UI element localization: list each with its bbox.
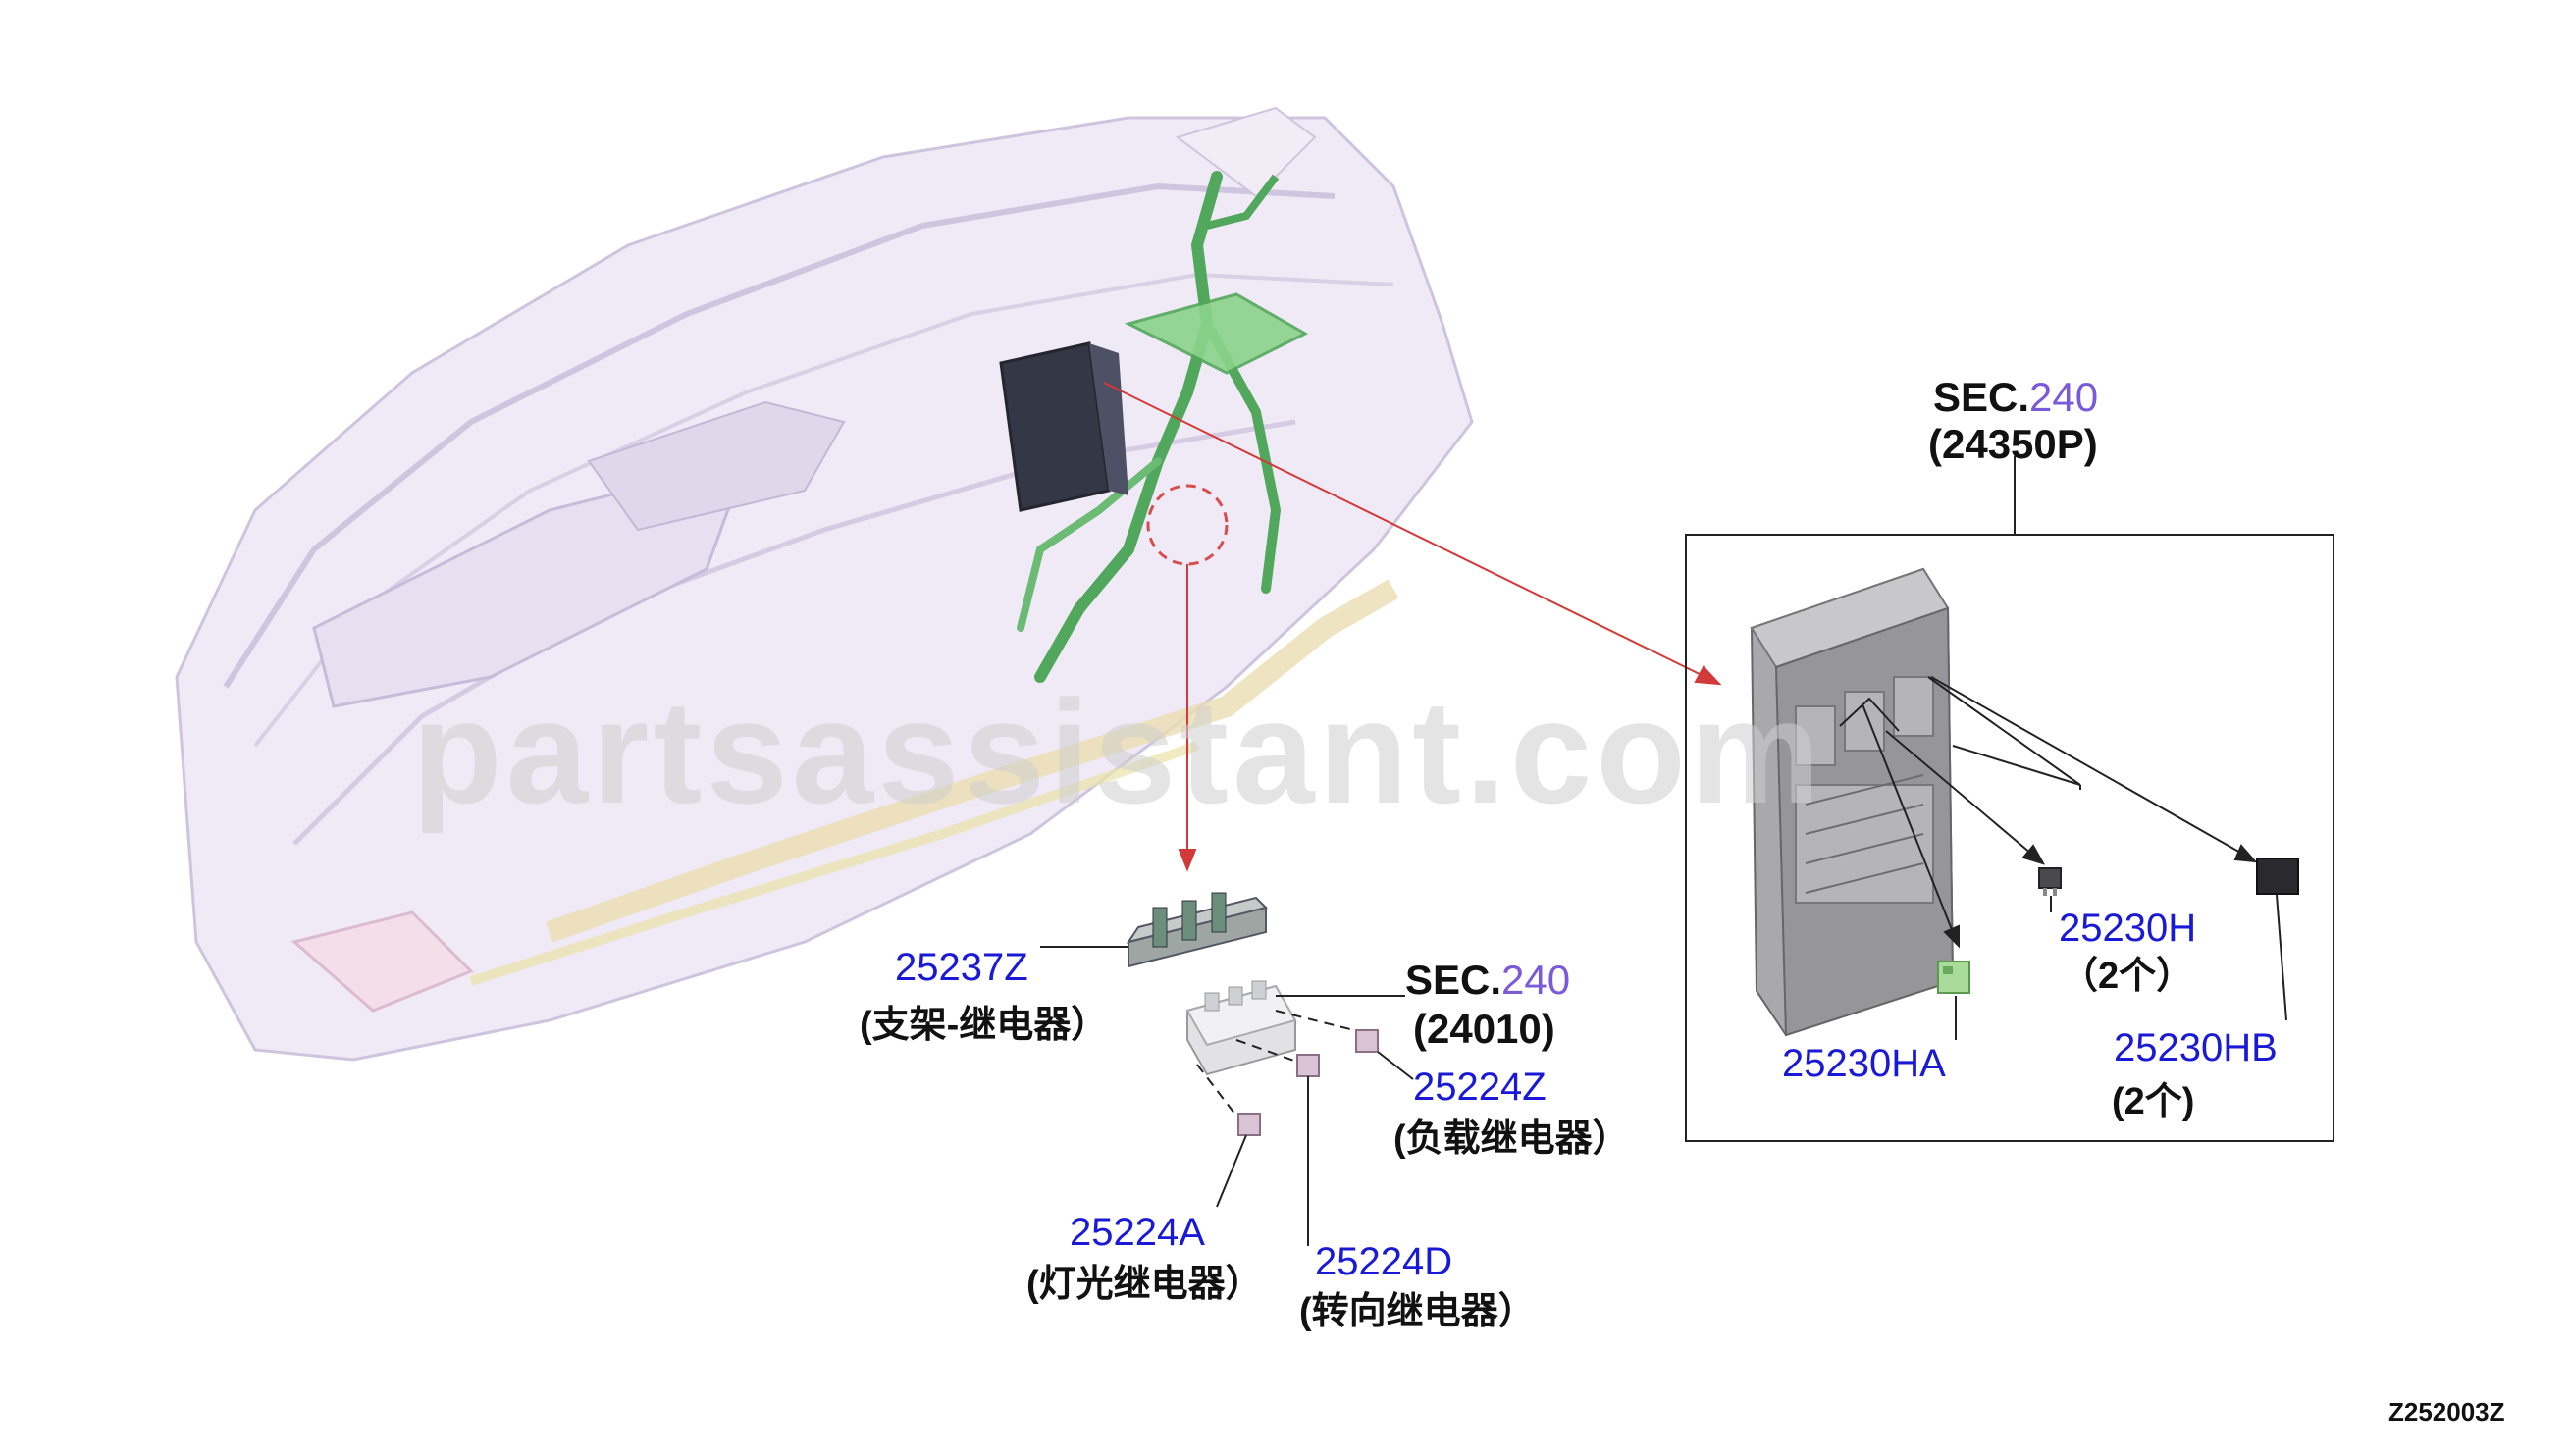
part-number-25237Z[interactable]: 25237Z — [895, 946, 1028, 989]
exploded-dashed-lines — [1196, 1010, 1355, 1119]
part-desc-25224A: (灯光继电器） — [1026, 1264, 1263, 1305]
figure-code: Z252003Z — [2388, 1397, 2505, 1427]
leader-25230HB — [2276, 894, 2287, 1021]
part-number-25224D[interactable]: 25224D — [1315, 1240, 1453, 1283]
part-desc-25230H: （2个） — [2061, 956, 2194, 997]
relay-25224D-illustration — [1296, 1054, 1320, 1077]
leader-25224A — [1216, 1134, 1247, 1208]
part-number-25230H[interactable]: 25230H — [2059, 907, 2197, 950]
red-leader-lines — [1103, 382, 1722, 872]
sec-main-number: 240 — [2029, 374, 2099, 420]
part-desc-25230HB: (2个) — [2112, 1081, 2195, 1122]
sec-small-number: 240 — [1501, 957, 1571, 1003]
part-desc-25224D: (转向继电器） — [1299, 1291, 1536, 1332]
part-number-25230HB[interactable]: 25230HB — [2114, 1026, 2278, 1069]
sec-main-code: (24350P) — [1928, 421, 2098, 467]
relay-25230HA-illustration — [1937, 961, 1970, 994]
leader-25224Z — [1377, 1051, 1414, 1080]
fuse-box-leaders — [1839, 676, 2258, 949]
part-number-25224Z[interactable]: 25224Z — [1413, 1066, 1547, 1109]
relay-25230H-illustration — [2038, 867, 2062, 896]
dashboard-illustration — [175, 106, 1474, 1062]
fuse-box-frame — [1685, 534, 2334, 1142]
sec-main-label[interactable]: SEC.240 — [1933, 377, 2098, 418]
part-desc-25224Z: (负载继电器） — [1393, 1118, 1630, 1160]
sec-small-label[interactable]: SEC.240 — [1405, 960, 1570, 1001]
sec-main-prefix: SEC. — [1933, 374, 2030, 420]
relay-25224Z-illustration — [1355, 1029, 1379, 1053]
part-number-25224A[interactable]: 25224A — [1070, 1211, 1205, 1254]
part-number-25230HA[interactable]: 25230HA — [1782, 1042, 1946, 1085]
watermark: partsassistant.com — [412, 669, 1825, 834]
relay-25224A-illustration — [1237, 1113, 1261, 1136]
relay-bracket-illustration — [1126, 892, 1268, 968]
part-desc-25237Z: (支架-继电器） — [860, 1005, 1109, 1046]
sec-small-prefix: SEC. — [1405, 957, 1502, 1003]
relay-25230HB-illustration — [2256, 858, 2299, 895]
sec-small-code: (24010) — [1413, 1006, 1555, 1052]
